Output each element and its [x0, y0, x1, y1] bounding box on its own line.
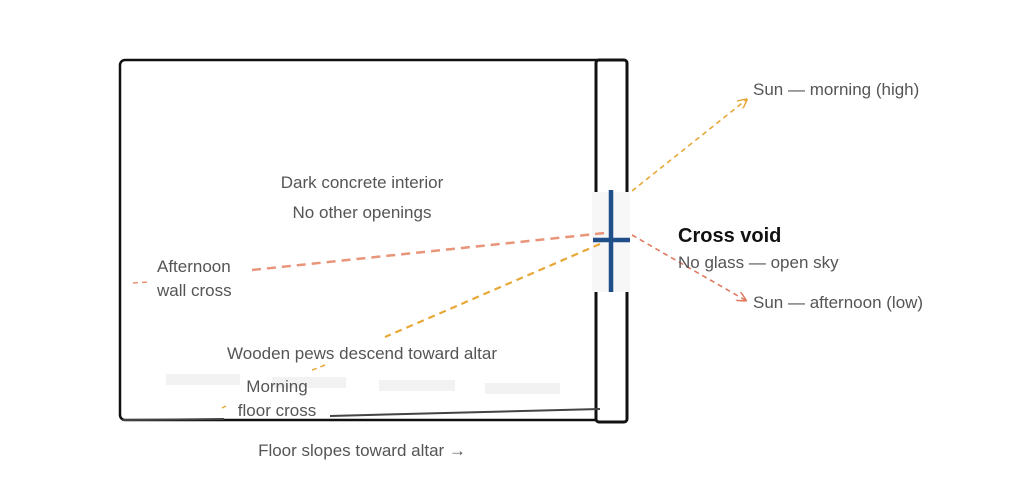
pews-label: Wooden pews descend toward altar [227, 344, 497, 363]
morning-cross-label: floor cross [238, 401, 316, 420]
interior-walls [118, 58, 607, 422]
floor-label: Floor slopes toward altar → [258, 441, 466, 460]
morning-ray-interior [384, 242, 601, 339]
pew [166, 374, 240, 385]
pew [485, 383, 560, 394]
floor-slope-line [329, 408, 601, 417]
cross-void-subtitle: No glass — open sky [678, 253, 839, 272]
cross-void-title: Cross void [678, 225, 781, 247]
afternoon-cross-label: wall cross [156, 281, 232, 300]
sun-morning-label: Sun — morning (high) [753, 80, 919, 99]
sun-afternoon-label: Sun — afternoon (low) [753, 293, 923, 312]
pew [272, 377, 346, 388]
morning-ray-stub [309, 364, 326, 372]
afternoon-ray-stub [132, 281, 149, 284]
sun-afternoon-ray [631, 234, 745, 300]
morning-cross-label: Morning [246, 377, 307, 396]
morning-ray-stub [221, 405, 227, 409]
pew [379, 380, 455, 391]
afternoon-cross-label: Afternoon [157, 257, 231, 276]
interior-label: Dark concrete interior [281, 173, 444, 192]
openings-label: No other openings [293, 203, 432, 222]
sun-morning-ray [631, 100, 746, 192]
floor-slope-line [121, 418, 225, 421]
